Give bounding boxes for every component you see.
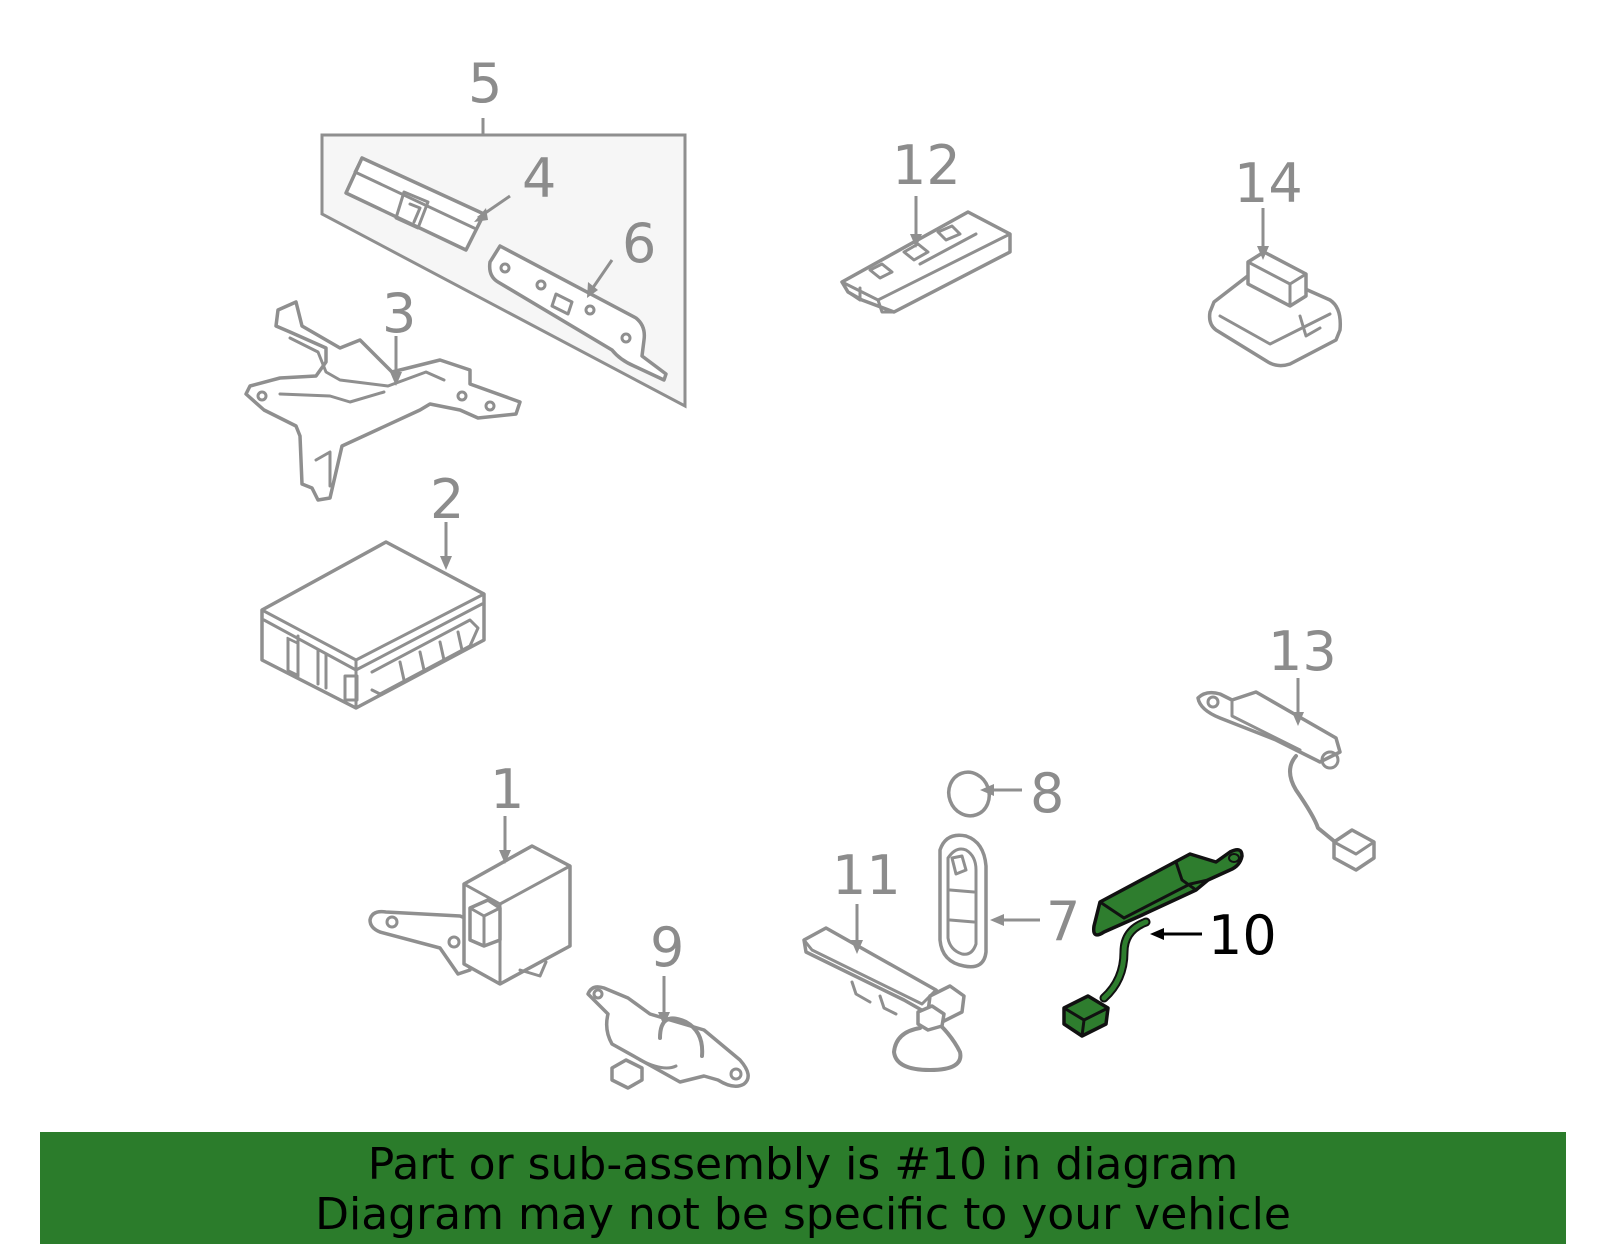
callout-3[interactable]: 3 xyxy=(382,282,416,345)
arrow-14 xyxy=(1257,246,1269,260)
callout-8[interactable]: 8 xyxy=(1030,762,1064,825)
callout-4[interactable]: 4 xyxy=(522,147,556,210)
arrow-11 xyxy=(851,940,863,954)
part-10-antenna-highlighted[interactable] xyxy=(1062,848,1244,1038)
callout-6[interactable]: 6 xyxy=(622,212,656,275)
part-8-cap[interactable] xyxy=(943,766,996,821)
part-13-antenna[interactable] xyxy=(1196,690,1376,872)
callout-13[interactable]: 13 xyxy=(1268,620,1337,683)
callout-11[interactable]: 11 xyxy=(832,844,901,907)
footer-line-1: Part or sub-assembly is #10 in diagram xyxy=(367,1139,1239,1190)
callout-14[interactable]: 14 xyxy=(1234,152,1303,215)
callout-2[interactable]: 2 xyxy=(430,468,464,531)
callout-10[interactable]: 10 xyxy=(1208,904,1277,967)
callout-7[interactable]: 7 xyxy=(1046,890,1080,953)
arrow-1 xyxy=(499,850,511,864)
arrow-12 xyxy=(910,234,922,248)
arrow-10 xyxy=(1150,928,1164,940)
footer-banner: Part or sub-assembly is #10 in diagram D… xyxy=(40,1132,1566,1244)
callout-1[interactable]: 1 xyxy=(490,758,524,821)
arrow-7 xyxy=(990,914,1004,926)
callout-9[interactable]: 9 xyxy=(650,916,684,979)
footer-line-2: Diagram may not be specific to your vehi… xyxy=(315,1189,1291,1240)
part-12-sensor[interactable] xyxy=(840,210,1012,314)
part-6-plate[interactable] xyxy=(487,244,668,382)
part-9-antenna[interactable] xyxy=(586,985,750,1090)
part-14-lamp[interactable] xyxy=(1207,250,1343,368)
arrow-9 xyxy=(658,1012,670,1026)
part-11-antenna[interactable] xyxy=(802,926,966,1072)
part-3-bracket[interactable] xyxy=(244,300,522,502)
arrow-4 xyxy=(474,208,488,222)
arrow-13 xyxy=(1292,712,1304,726)
part-7-key-fob[interactable] xyxy=(938,833,988,969)
arrow-6 xyxy=(587,282,598,298)
callout-5[interactable]: 5 xyxy=(468,52,502,115)
callout-12[interactable]: 12 xyxy=(892,134,961,197)
arrow-8 xyxy=(980,784,994,796)
part-2-module[interactable] xyxy=(260,540,486,710)
arrow-3 xyxy=(390,372,402,386)
part-4-switch[interactable] xyxy=(344,156,486,252)
arrow-2 xyxy=(440,556,452,570)
part-1-module[interactable] xyxy=(368,844,572,986)
